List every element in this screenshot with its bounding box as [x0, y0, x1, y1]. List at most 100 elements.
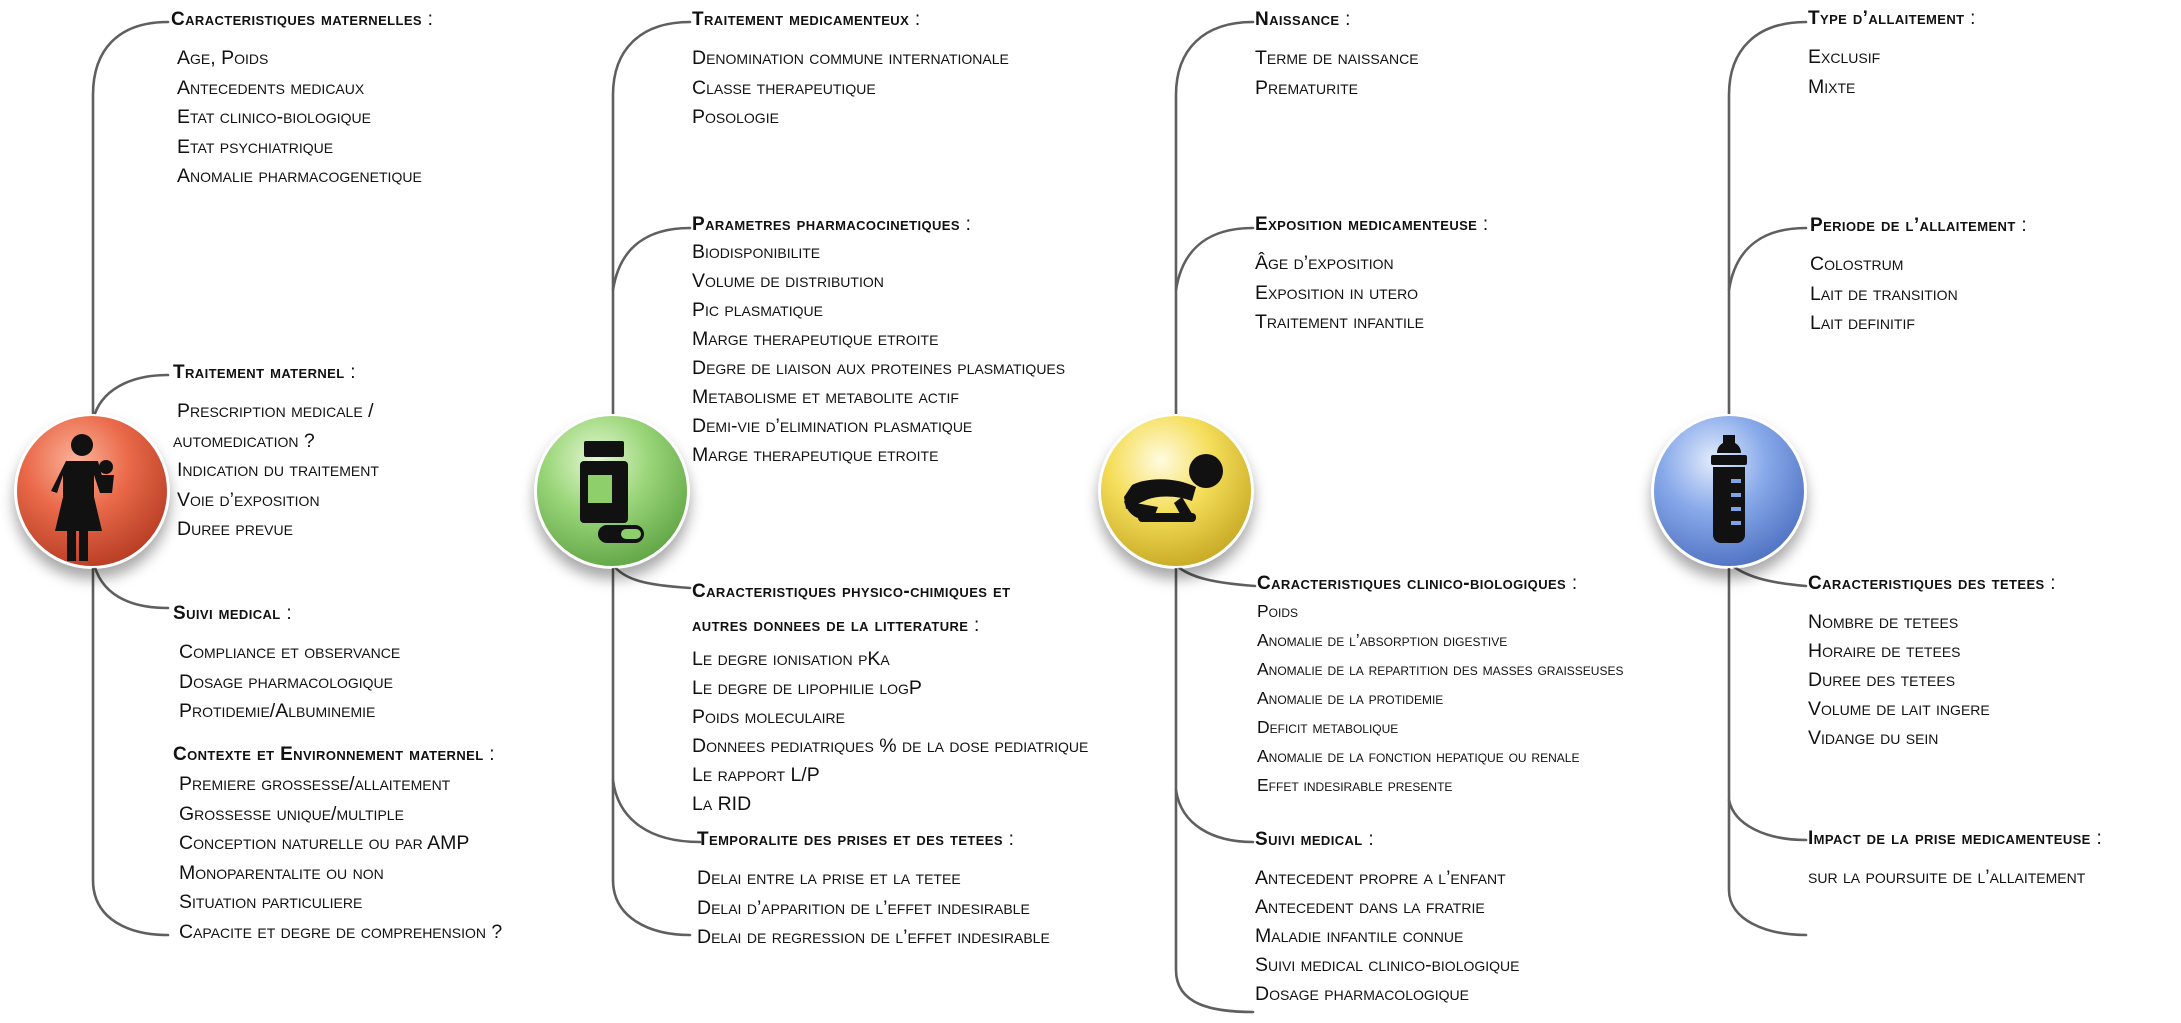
group-title: Suivi medical : — [1255, 829, 1520, 851]
list-item: Classe therapeutique — [692, 76, 876, 99]
list-item: Âge d’exposition — [1255, 252, 1394, 274]
list-item: Antecedent propre a l’enfant — [1255, 867, 1506, 889]
list-item: Posologie — [692, 106, 779, 128]
item-list: Le degre ionisation pKa Le degre de lipo… — [692, 645, 1088, 819]
list-item: Situation particuliere — [179, 891, 363, 913]
group-suivi-medical-infant: Suivi medical : Antecedent propre a l’en… — [1255, 829, 1520, 1009]
list-item: Pic plasmatique — [692, 299, 823, 321]
group-title-suffix: : — [1002, 829, 1015, 850]
group-title-text-line2: autres donnees de la litterature — [692, 615, 969, 636]
list-item: Maladie infantile connue — [1255, 925, 1464, 947]
group-title-text: Caracteristiques des tetees — [1808, 573, 2045, 594]
list-item: La RID — [692, 793, 752, 815]
group-naissance: Naissance : Terme de naissance Prematuri… — [1255, 9, 1419, 103]
connector-line — [1727, 20, 1808, 420]
connector-line — [1727, 226, 1808, 292]
list-item: Poids moleculaire — [692, 706, 846, 728]
connector-line — [611, 20, 692, 417]
list-item: Duree prevue — [177, 518, 293, 540]
group-type-allaitement: Type d’allaitement : Exclusif Mixte — [1808, 8, 1976, 102]
group-title: Type d’allaitement : — [1808, 8, 1976, 30]
node-bottle — [1651, 413, 1807, 569]
list-item: Premiere grossesse/allaitement — [179, 773, 451, 795]
list-item: Conception naturelle ou par AMP — [179, 832, 470, 854]
connector-line — [611, 563, 692, 590]
group-title-text: Type d’allaitement — [1808, 8, 1965, 29]
list-item: Delai d’apparition de l’effet indesirabl… — [697, 896, 1030, 919]
mother-with-baby-icon — [15, 414, 169, 568]
list-item: Protidemie/Albuminemie — [179, 700, 376, 722]
list-item: Voie d’exposition — [177, 488, 320, 511]
connector-line — [611, 778, 702, 844]
item-list: Delai entre la prise et la tetee Delai d… — [697, 864, 1050, 953]
node-infant — [1098, 413, 1254, 569]
list-item: Effet indesirable presente — [1257, 775, 1453, 795]
list-item: Le degre ionisation pKa — [692, 648, 890, 670]
group-title: Temporalite des prises et des tetees : — [697, 829, 1050, 851]
group-title-text: Traitement maternel — [173, 362, 345, 383]
group-title-text: Caracteristiques clinico-biologiques — [1257, 573, 1567, 594]
list-item: Monoparentalite ou non — [179, 861, 384, 884]
list-item: Demi-vie d’elimination plasmatique — [692, 415, 973, 437]
item-list: Terme de naissance Prematurite — [1255, 44, 1419, 103]
group-title-suffix: : — [421, 9, 434, 30]
list-item: Grossesse unique/multiple — [179, 802, 404, 825]
group-traitement-maternel: Traitement maternel : Prescription medic… — [173, 362, 379, 545]
group-title-suffix: : — [1339, 9, 1351, 30]
group-title: Exposition medicamenteuse : — [1255, 214, 1489, 236]
group-exposition-medicamenteuse: Exposition medicamenteuse : Âge d’exposi… — [1255, 214, 1489, 338]
item-list: Poids Anomalie de l’absorption digestive… — [1257, 597, 1624, 800]
item-list: Biodisponibilite Volume de distribution … — [692, 238, 1065, 470]
medication-bottle-icon — [535, 414, 689, 568]
list-item: Colostrum — [1810, 253, 1904, 275]
list-item: Compliance et observance — [179, 641, 401, 663]
group-title-suffix: : — [2015, 215, 2028, 236]
group-title-suffix: : — [280, 603, 293, 624]
group-caracteristiques-tetees: Caracteristiques des tetees : Nombre de … — [1808, 573, 2056, 753]
connector-line — [91, 558, 170, 610]
list-item: Degre de liaison aux proteines plasmatiq… — [692, 357, 1066, 379]
list-item: Vidange du sein — [1808, 727, 1939, 749]
list-item: Poids — [1257, 601, 1299, 621]
list-item: Donnees pediatriques % de la dose pediat… — [692, 735, 1089, 757]
list-item: Mixte — [1808, 75, 1856, 98]
group-contexte-environnement: Contexte et Environnement maternel : Pre… — [173, 744, 502, 947]
connector-line — [91, 558, 170, 937]
group-title-text: Exposition medicamenteuse — [1255, 214, 1478, 235]
group-title-text: Suivi medical — [1255, 829, 1363, 850]
list-item: sur la poursuite de l’allaitement — [1808, 866, 2086, 888]
connector-line — [1727, 798, 1808, 842]
group-title-suffix: : — [344, 362, 356, 383]
group-title-text: Temporalite des prises et des tetees — [697, 829, 1003, 850]
connector-line — [1727, 561, 1808, 937]
group-title: Traitement maternel : — [173, 362, 379, 384]
group-title: Naissance : — [1255, 9, 1419, 31]
group-periode-allaitement: Periode de l’allaitement : Colostrum Lai… — [1810, 215, 2027, 339]
list-item: Anomalie de la protidemie — [1257, 688, 1444, 708]
group-title-text: Periode de l’allaitement — [1810, 215, 2016, 236]
list-item: Indication du traitement — [177, 459, 379, 481]
group-impact-prise-medicamenteuse: Impact de la prise medicamenteuse : sur … — [1808, 828, 2102, 893]
item-list: Prescription medicale / automedication ?… — [173, 397, 379, 545]
group-clinico-biologiques: Caracteristiques clinico-biologiques : P… — [1257, 573, 1624, 800]
list-item: Deficit metabolique — [1257, 717, 1399, 737]
list-item: Antecedents medicaux — [177, 76, 365, 99]
group-title: Caracteristiques clinico-biologiques : — [1257, 573, 1624, 595]
group-title-suffix: : — [1566, 573, 1578, 594]
group-title: Caracteristiques maternelles : — [171, 9, 433, 31]
list-item: Le degre de lipophilie logP — [692, 677, 922, 699]
connector-line — [611, 563, 692, 937]
list-item: Exclusif — [1808, 46, 1881, 68]
connector-line — [1174, 788, 1255, 844]
group-title-suffix: : — [968, 615, 980, 636]
item-list: Exclusif Mixte — [1808, 43, 1976, 102]
item-list: Antecedent propre a l’enfant Antecedent … — [1255, 864, 1520, 1009]
list-item: Capacite et degre de comprehension ? — [179, 920, 503, 943]
group-parametres-pharmacocinetiques: Parametres pharmacocinetiques : Biodispo… — [692, 214, 1065, 470]
group-title: Periode de l’allaitement : — [1810, 215, 2027, 237]
list-item: Volume de distribution — [692, 270, 884, 292]
list-item: Delai de regression de l’effet indesirab… — [697, 926, 1050, 948]
baby-bottle-icon — [1652, 414, 1806, 568]
